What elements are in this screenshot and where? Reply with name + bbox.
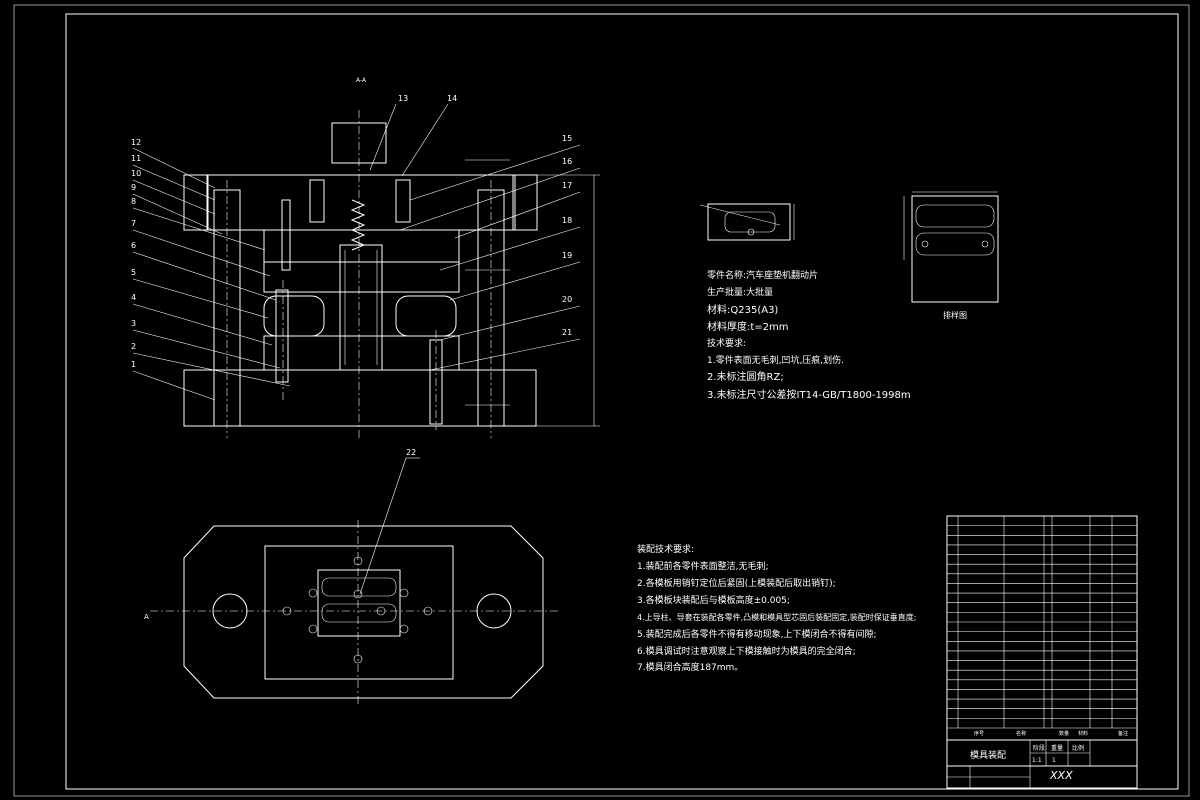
- assembly-requirements: 装配技术要求: 1.装配前各零件表面整洁,无毛刺; 2.各模板用销钉定位后紧固(…: [637, 543, 916, 673]
- assembly-item-6: 6.模具调试时注意观察上下模接触时为模具的完全闭合;: [637, 645, 856, 657]
- upper-plate-right-cap: [512, 174, 538, 231]
- bom-header-material: 材料: [1078, 730, 1088, 737]
- plan-view: 22 A: [144, 448, 560, 705]
- callout-16: 16: [562, 157, 572, 166]
- callout-22: 22: [406, 448, 416, 457]
- screw-3: [275, 289, 289, 383]
- callout-18: 18: [562, 216, 572, 225]
- assembly-item-5: 5.装配完成后各零件不得有移动现象,上下模闭合不得有间隙;: [637, 628, 876, 640]
- pin-1: [281, 199, 291, 271]
- drawing-frame: [65, 13, 1179, 790]
- weight-label: 重量: [1051, 744, 1063, 752]
- callout-5: 5: [131, 268, 136, 277]
- callout-4: 4: [131, 293, 136, 302]
- assembly-item-2: 2.各模板用销钉定位后紧固(上模装配后取出销钉);: [637, 577, 836, 589]
- section-view: A-A: [131, 77, 600, 438]
- screw-2: [395, 179, 411, 223]
- callout-1: 1: [131, 360, 136, 369]
- callout-3: 3: [131, 319, 136, 328]
- assembly-item-1: 1.装配前各零件表面整洁,无毛刺;: [637, 560, 768, 572]
- callout-11: 11: [131, 154, 141, 163]
- bom-header-note: 备注: [1118, 730, 1128, 737]
- tech-item-1: 1.零件表面无毛刺,凹坑,压痕,划伤.: [707, 354, 844, 366]
- designer-name: XXX: [1049, 769, 1073, 782]
- layout-label: 排样图: [943, 310, 967, 320]
- screw-1: [309, 179, 325, 223]
- stripper-outline: [317, 569, 401, 637]
- callout-6: 6: [131, 241, 136, 250]
- assembly-item-7: 7.模具闭合高度187mm。: [637, 661, 743, 673]
- tech-item-3: 3.未标注尺寸公差按IT14-GB/T1800-1998m: [707, 388, 911, 401]
- strip-layout: 排样图: [903, 191, 999, 320]
- callout-13: 13: [398, 94, 408, 103]
- section-marker-left: A: [144, 613, 149, 621]
- stripper-plate: [263, 261, 460, 293]
- spring: [350, 199, 366, 251]
- callout-20: 20: [562, 295, 572, 304]
- leaders-right: [369, 103, 581, 371]
- tech-title: 技术要求:: [707, 337, 746, 349]
- upper-plate-left-cap: [183, 174, 209, 231]
- assembly-title: 装配技术要求:: [637, 543, 694, 555]
- part-info: 零件名称:汽车座垫机翻动片 生产批量:大批量 材料:Q235(A3) 材料厚度:…: [707, 269, 911, 401]
- part-material: 材料:Q235(A3): [707, 303, 778, 316]
- assembly-item-3: 3.各模板块装配后与模板高度±0.005;: [637, 594, 790, 606]
- sheet-value: 1: [1052, 757, 1056, 764]
- callout-15: 15: [562, 134, 572, 143]
- section-label: A-A: [356, 77, 367, 84]
- callout-9: 9: [131, 183, 136, 192]
- callout-2: 2: [131, 342, 136, 351]
- callout-7: 7: [131, 219, 136, 228]
- lower-die-outline: [183, 525, 544, 699]
- scale-label: 比例: [1072, 744, 1084, 752]
- blank-slot-1: [321, 577, 397, 597]
- tech-item-2: 2.未标注圆角RZ;: [707, 370, 784, 383]
- drawing-title: 模具装配: [970, 749, 1006, 761]
- scale-value: 1:1: [1032, 757, 1042, 764]
- callout-14: 14: [447, 94, 457, 103]
- rubber-left: [263, 295, 325, 337]
- title-block: 序号 名称 数量 材料 备注 模具装配 阶段 重量 比例 1:1 1 XXX: [946, 515, 1138, 789]
- upper-plate: [206, 174, 516, 231]
- callout-19: 19: [562, 251, 572, 260]
- assembly-item-4: 4.上导柱、导套在装配各零件,凸模和模具型芯固后装配固定,装配时保证垂直度;: [637, 612, 916, 622]
- rubber-right: [395, 295, 457, 337]
- bom-header-no: 序号: [974, 730, 984, 737]
- bom-header-name: 名称: [1016, 730, 1026, 737]
- central-punch: [339, 244, 383, 371]
- callout-21: 21: [562, 328, 572, 337]
- callout-10: 10: [131, 169, 141, 178]
- bom-header-qty: 数量: [1059, 730, 1069, 737]
- blank-slot-2: [321, 603, 397, 623]
- screw-4: [429, 339, 443, 425]
- stage-label: 阶段: [1033, 744, 1045, 752]
- leaders-left: [132, 147, 291, 401]
- bom-rows: [947, 525, 1137, 729]
- part-batch: 生产批量:大批量: [707, 286, 773, 298]
- callout-17: 17: [562, 181, 572, 190]
- die-plate-outline: [264, 545, 454, 680]
- part-name: 零件名称:汽车座垫机翻动片: [707, 269, 818, 281]
- lower-plate: [183, 369, 537, 427]
- callout-8: 8: [131, 197, 136, 206]
- callout-12: 12: [131, 138, 141, 147]
- outer-border: [13, 4, 1190, 797]
- part-sketch: [699, 203, 795, 241]
- bom-table: [946, 515, 1138, 789]
- part-thickness: 材料厚度:t=2mm: [707, 320, 789, 333]
